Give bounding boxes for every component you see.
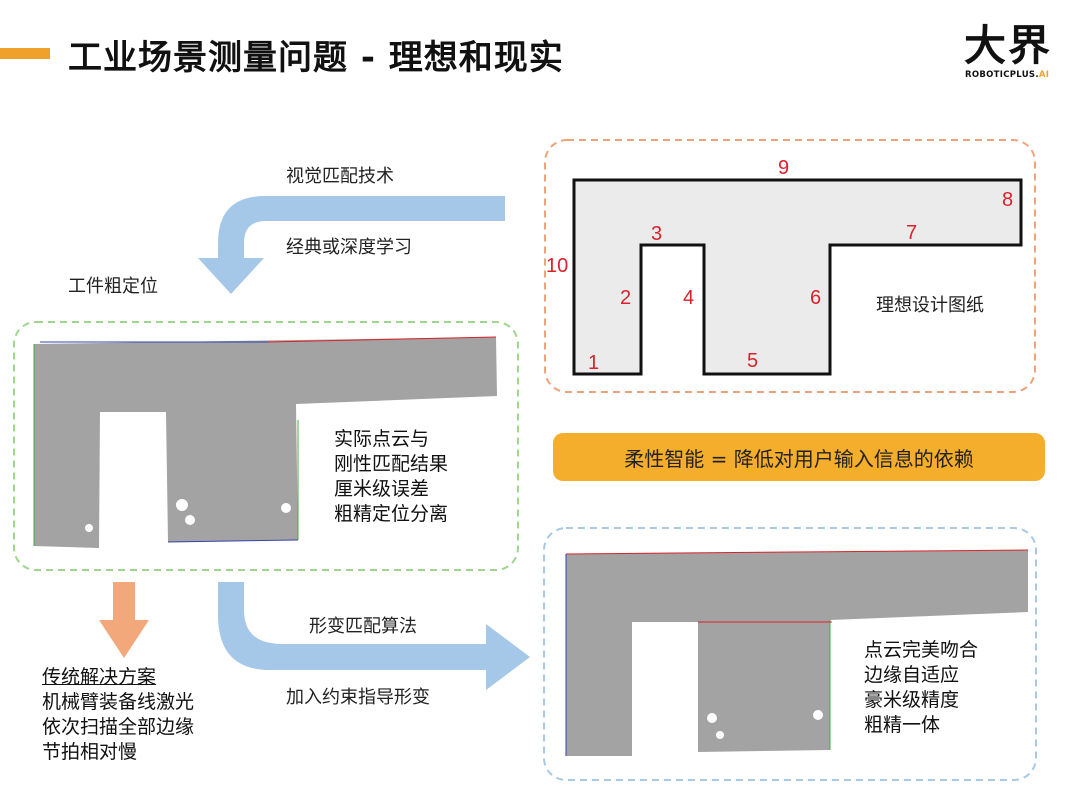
title-accent-bar	[0, 48, 50, 59]
edge-label-5: 5	[747, 350, 758, 372]
design-shape	[572, 178, 1023, 376]
traditional-solution: 传统解决方案 机械臂装备线激光 依次扫描全部边缘 节拍相对慢	[42, 665, 194, 765]
edge-label-6: 6	[810, 287, 821, 309]
traditional-line: 机械臂装备线激光	[42, 691, 195, 713]
logo-subtitle-text: ROBOTICPLUS.	[965, 70, 1039, 80]
edge-label-8: 8	[1002, 189, 1013, 211]
rigid-box	[13, 321, 519, 571]
edge-label-1: 1	[588, 352, 599, 374]
edge-label-4: 4	[683, 287, 694, 309]
deformed-box	[543, 527, 1037, 781]
design-box	[544, 139, 1036, 393]
deformed-line: 豪米级精度	[864, 689, 960, 711]
vision-match-label: 视觉匹配技术	[286, 166, 394, 187]
traditional-arrow	[99, 582, 149, 658]
deform-match-label: 形变匹配算法	[309, 616, 417, 637]
traditional-line: 节拍相对慢	[42, 741, 138, 763]
rigid-line: 实际点云与	[334, 428, 430, 450]
rigid-line: 粗精定位分离	[334, 503, 449, 525]
edge-label-10: 10	[546, 255, 568, 277]
edge-label-9: 9	[778, 157, 789, 179]
edge-label-2: 2	[620, 287, 631, 309]
logo-subtitle: ROBOTICPLUS.AI	[965, 70, 1049, 80]
coarse-locate-label: 工件粗定位	[68, 276, 158, 297]
design-label: 理想设计图纸	[876, 295, 984, 316]
logo: 大界	[964, 21, 1053, 70]
edge-labels: 1 2 3 4 5 6 7 8 9 10	[546, 157, 1013, 374]
deform-match-arrow	[218, 582, 530, 690]
deformed-line: 边缘自适应	[864, 664, 960, 686]
edge-label-7: 7	[906, 222, 917, 244]
deformed-description: 点云完美吻合 边缘自适应 豪米级精度 粗精一体	[864, 638, 978, 738]
logo-subtitle-ai: AI	[1038, 70, 1050, 80]
traditional-title: 传统解决方案	[42, 666, 157, 688]
rigid-description: 实际点云与 刚性匹配结果 厘米级误差 粗精定位分离	[334, 427, 448, 527]
rigid-line: 厘米级误差	[334, 478, 430, 500]
rigid-line: 刚性匹配结果	[334, 453, 449, 475]
flexible-intelligence-banner: 柔性智能 = 降低对用户输入信息的依赖	[553, 433, 1045, 481]
page-title: 工业场景测量问题 - 理想和现实	[68, 38, 564, 78]
vision-match-arrow	[198, 196, 505, 294]
deformed-line: 点云完美吻合	[864, 639, 979, 661]
add-constraint-label: 加入约束指导形变	[286, 687, 430, 708]
classic-or-deep-label: 经典或深度学习	[286, 237, 412, 258]
deformed-line: 粗精一体	[864, 714, 941, 736]
rigid-point-cloud	[33, 336, 497, 548]
traditional-line: 依次扫描全部边缘	[42, 716, 195, 738]
edge-label-3: 3	[651, 223, 662, 245]
deformed-point-cloud	[565, 549, 1029, 756]
